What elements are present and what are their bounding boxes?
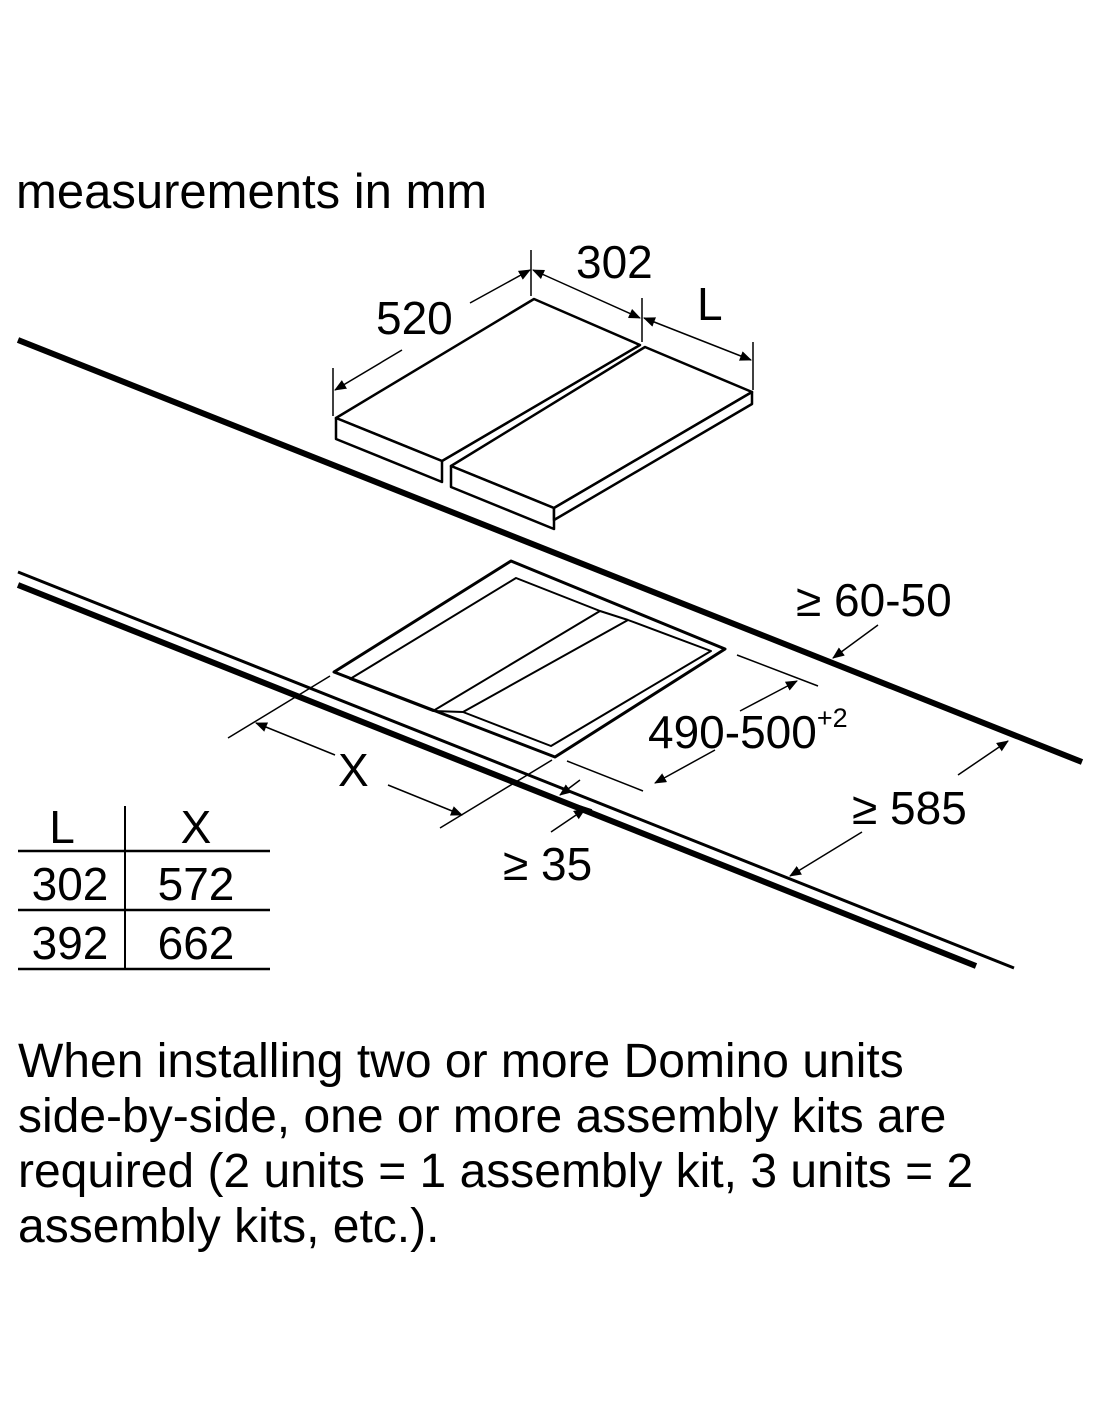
dim-35-extension bbox=[551, 796, 593, 811]
worktop-back-edge bbox=[16, 337, 1084, 765]
hob-units bbox=[334, 297, 754, 531]
unit-joint-line bbox=[441, 344, 641, 462]
dim-585-arrow-top bbox=[957, 740, 1009, 776]
worktop-front-edge-lower bbox=[16, 582, 978, 969]
dim-35-arrow-bottom bbox=[550, 808, 586, 833]
dim-490-arrow-back bbox=[739, 680, 798, 712]
table-header-L: L bbox=[49, 801, 75, 853]
dim-X-arrow-right bbox=[387, 784, 463, 816]
dim-490-extension-front bbox=[566, 760, 644, 792]
dim-585-arrow-bottom bbox=[789, 831, 863, 877]
svg-text:490-500+2: 490-500+2 bbox=[648, 703, 848, 758]
dim-35-label: ≥ 35 bbox=[503, 838, 592, 890]
measurements-caption: measurements in mm bbox=[16, 165, 488, 219]
dim-X-arrow-left bbox=[255, 722, 336, 756]
dim-X-extension-left bbox=[227, 675, 331, 739]
dim-520-arrow bbox=[334, 349, 403, 391]
dim-302-label: 302 bbox=[576, 236, 653, 288]
dim-490-label: 490-500 bbox=[648, 706, 817, 758]
table-cell-L-row2: 392 bbox=[32, 917, 109, 969]
dim-490-tolerance: +2 bbox=[817, 703, 848, 733]
table-header-X: X bbox=[181, 801, 212, 853]
note-line-2: side-by-side, one or more assembly kits … bbox=[18, 1090, 947, 1143]
note-line-1: When installing two or more Domino units bbox=[18, 1035, 904, 1088]
note-line-4: assembly kits, etc.). bbox=[18, 1200, 440, 1253]
dim-X-extension-right bbox=[439, 759, 553, 829]
dim-60-50-arrow bbox=[832, 624, 879, 659]
dim-302-arrow bbox=[532, 269, 641, 319]
table-cell-X-row1: 572 bbox=[158, 858, 235, 910]
note-line-3: required (2 units = 1 assembly kit, 3 un… bbox=[18, 1145, 974, 1198]
worktop-cutout bbox=[332, 559, 727, 759]
worktop-front-edge-upper bbox=[17, 570, 1015, 970]
table-cell-L-row1: 302 bbox=[32, 858, 109, 910]
dim-35-arrow-top bbox=[559, 779, 581, 796]
dim-L-label: L bbox=[697, 278, 723, 330]
dim-L-arrow bbox=[643, 317, 752, 361]
dim-520-label: 520 bbox=[376, 292, 453, 344]
dim-520-arrow-top bbox=[469, 269, 531, 304]
assembly-kit-note: When installing two or more Domino units… bbox=[18, 1034, 1088, 1254]
dim-60-50-label: ≥ 60-50 bbox=[796, 574, 952, 626]
table-cell-X-row2: 662 bbox=[158, 917, 235, 969]
dim-X-label: X bbox=[338, 744, 369, 796]
dim-585-label: ≥ 585 bbox=[852, 782, 967, 834]
dim-490-arrow-front bbox=[654, 749, 716, 784]
dim-490-extension-back bbox=[736, 654, 819, 687]
size-table: L X 302 572 392 662 bbox=[18, 801, 270, 971]
